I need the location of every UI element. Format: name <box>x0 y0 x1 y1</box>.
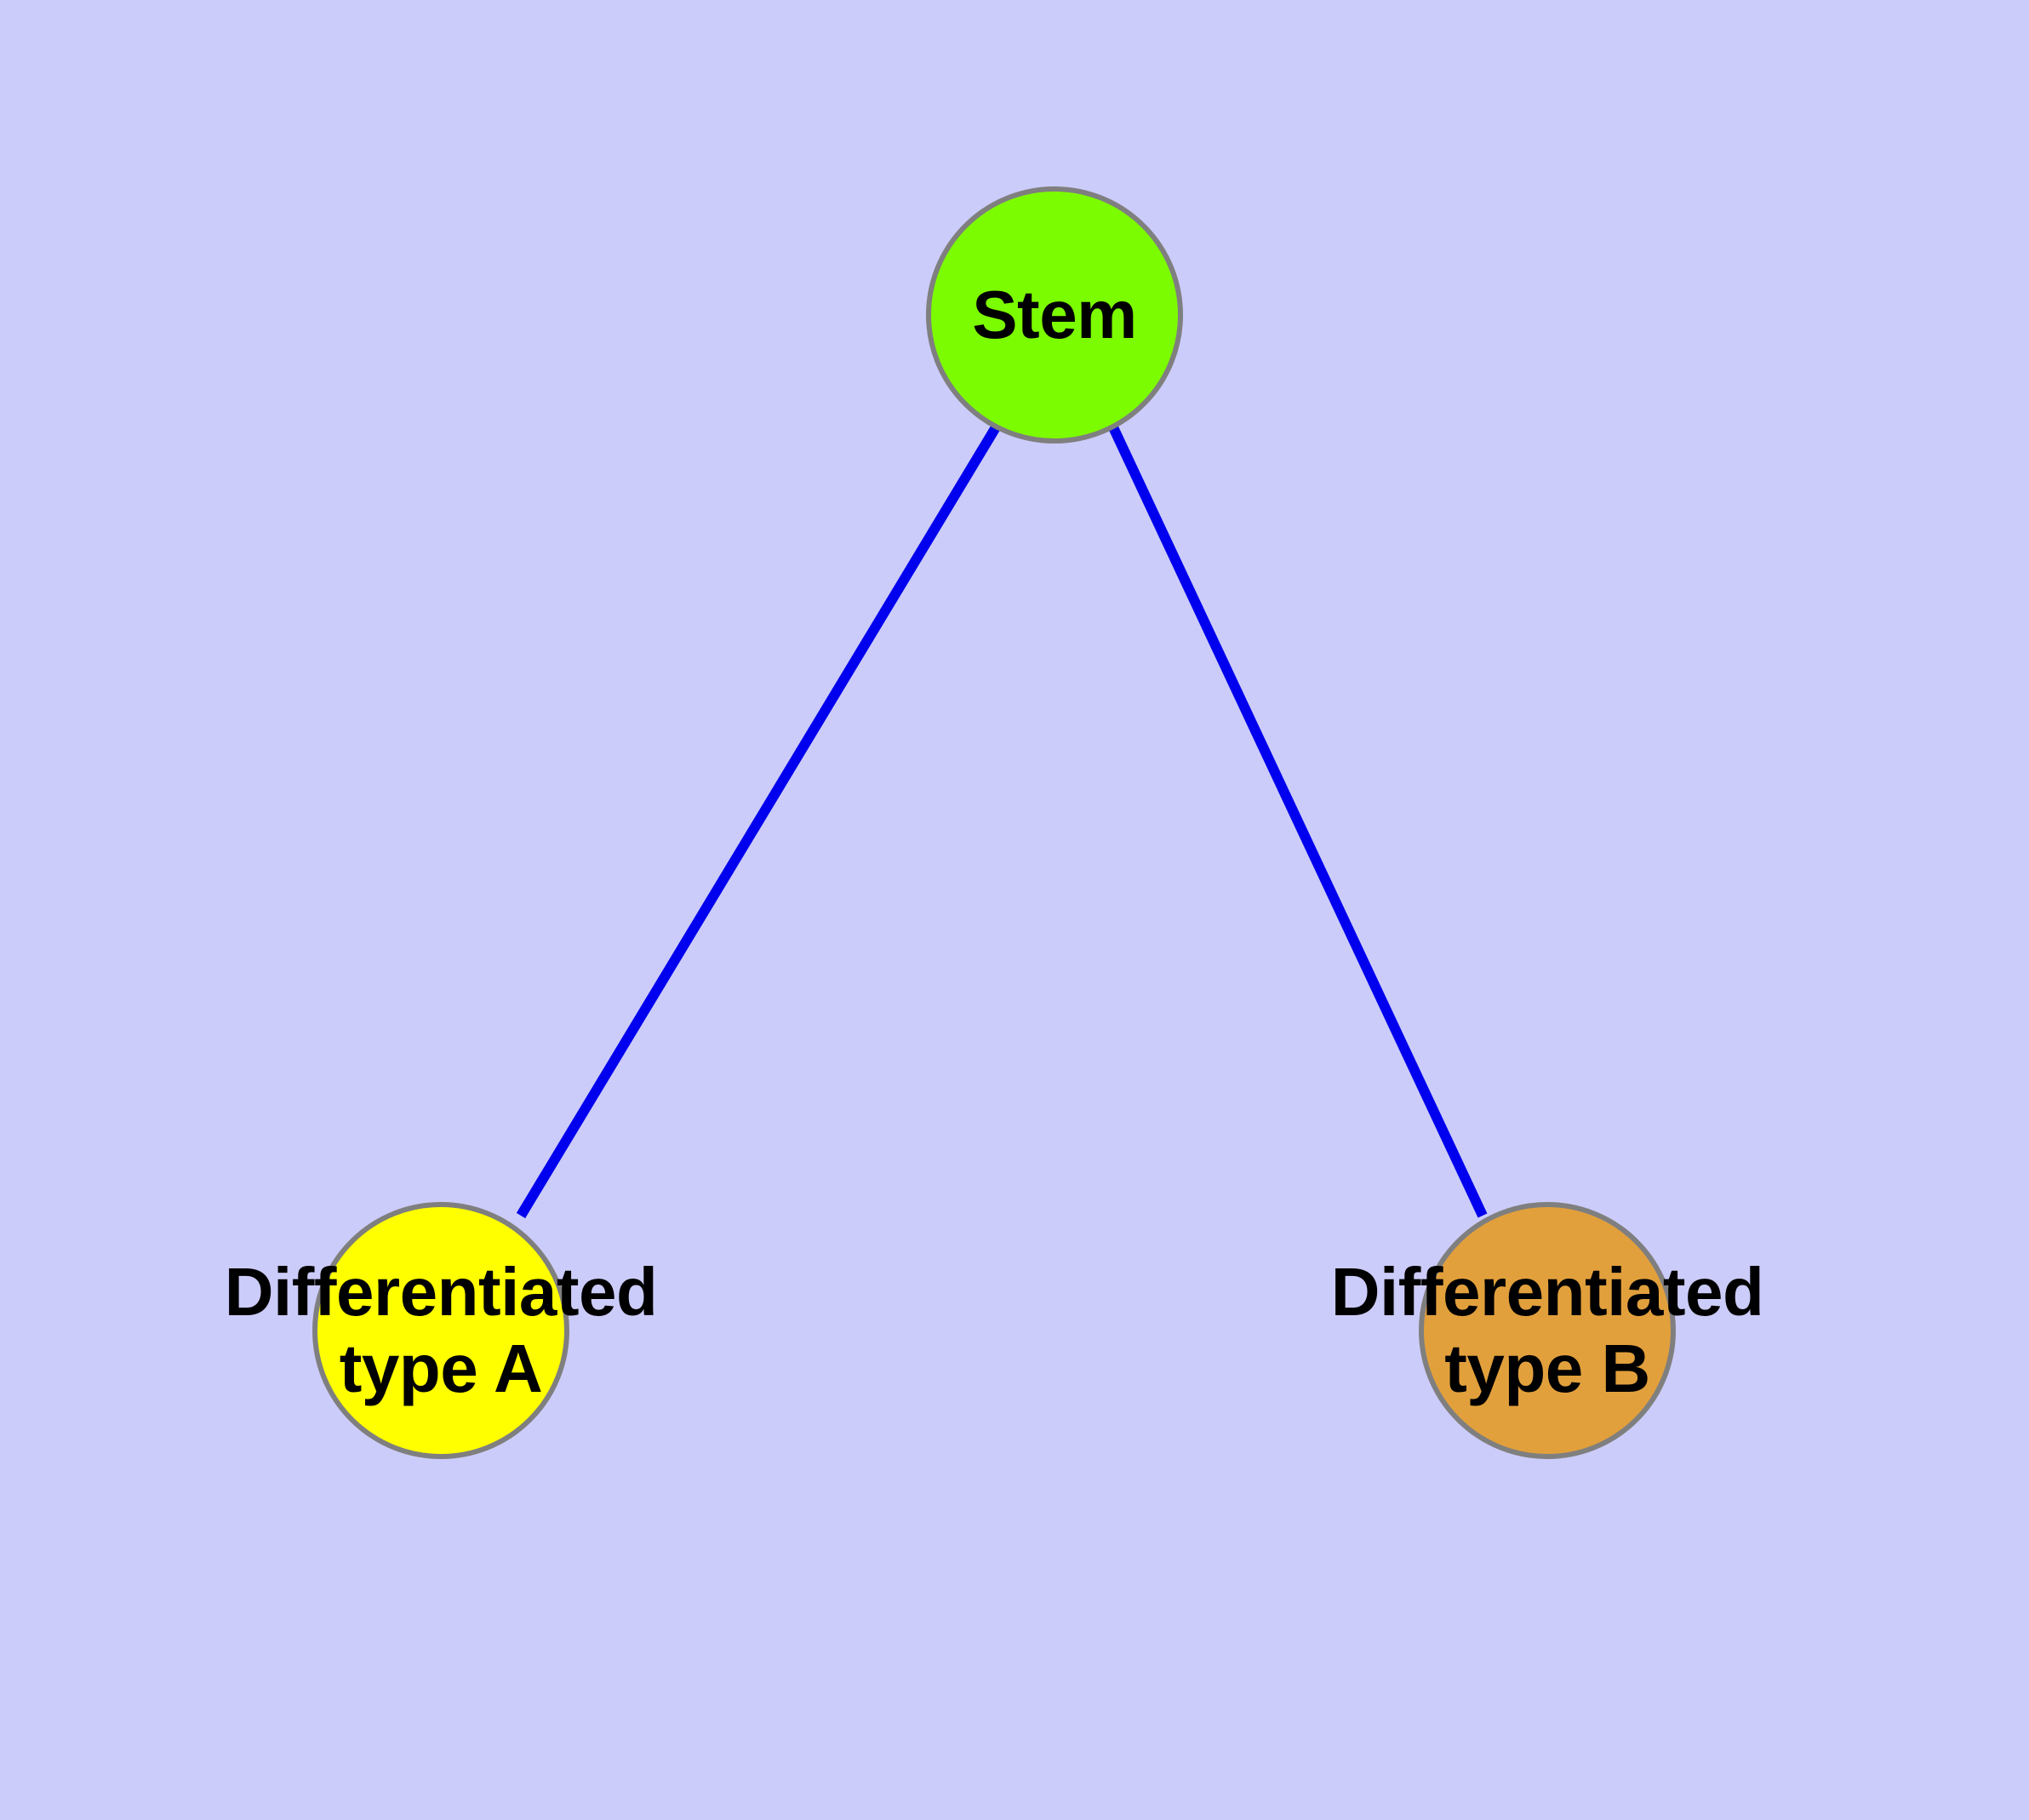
node-stem[interactable] <box>926 186 1183 444</box>
edge-stem-to-type-b <box>1108 425 1488 1218</box>
node-differentiated-type-b[interactable] <box>1419 1202 1676 1459</box>
edge-stem-to-type-a <box>516 424 1001 1219</box>
node-differentiated-type-a[interactable] <box>312 1202 569 1459</box>
